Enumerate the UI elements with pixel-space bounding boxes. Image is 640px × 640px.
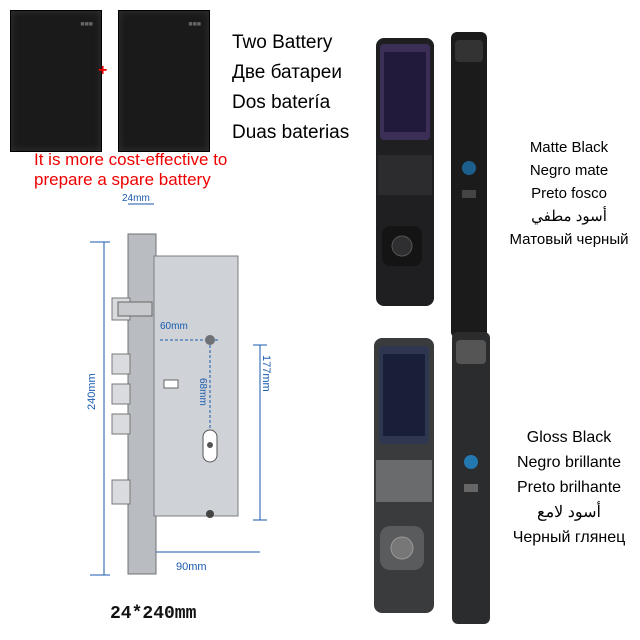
gloss-es: Negro brillante [516, 454, 622, 471]
matte-ar: أسود مطفي [531, 208, 607, 225]
plus-sign: + [98, 62, 108, 79]
gloss-ar: أسود لامع [537, 504, 601, 521]
battery-label: ■■■ [188, 21, 201, 29]
dim-240mm: 240mm [86, 373, 98, 410]
battery-label: ■■■ [80, 21, 93, 29]
mortise-lock-diagram [90, 203, 267, 576]
mortise-size-caption: 24*240mm [110, 604, 197, 624]
spare-battery-note: It is more cost-effective to prepare a s… [34, 150, 227, 190]
promo-line-2: prepare a spare battery [34, 170, 211, 189]
promo-line-1: It is more cost-effective to [34, 150, 228, 169]
gloss-ru: Черный глянец [512, 529, 626, 546]
matte-pt: Preto fosco [531, 185, 607, 202]
battery-line-en: Two Battery [232, 32, 333, 53]
battery-image-2: ■■■ [118, 10, 210, 152]
faceplate [127, 233, 157, 575]
dim-177mm: 177mm [260, 355, 272, 392]
dim-68mm: 68mm [197, 378, 208, 406]
battery-text-block: Two Battery Две батареи Dos batería Duas… [232, 28, 349, 148]
gloss-en: Gloss Black [526, 429, 612, 446]
dim-90mm: 90mm [176, 561, 207, 573]
matte-color-block: Matte Black Negro mate Preto fosco أسود … [504, 136, 634, 251]
battery-line-ru: Две батареи [232, 62, 342, 83]
matte-lock-image [376, 32, 487, 338]
dim-60mm: 60mm [160, 321, 188, 332]
matte-es: Negro mate [529, 162, 609, 179]
matte-ru: Матовый черный [509, 231, 629, 248]
dim-24mm: 24mm [122, 193, 150, 204]
gloss-pt: Preto brilhante [516, 479, 622, 496]
gloss-lock-image [374, 332, 490, 624]
matte-en: Matte Black [529, 139, 609, 156]
gloss-color-block: Gloss Black Negro brillante Preto brilha… [498, 425, 640, 550]
battery-line-pt: Duas baterias [232, 122, 350, 143]
battery-line-es: Dos batería [232, 92, 331, 113]
battery-image-1: ■■■ [10, 10, 102, 152]
